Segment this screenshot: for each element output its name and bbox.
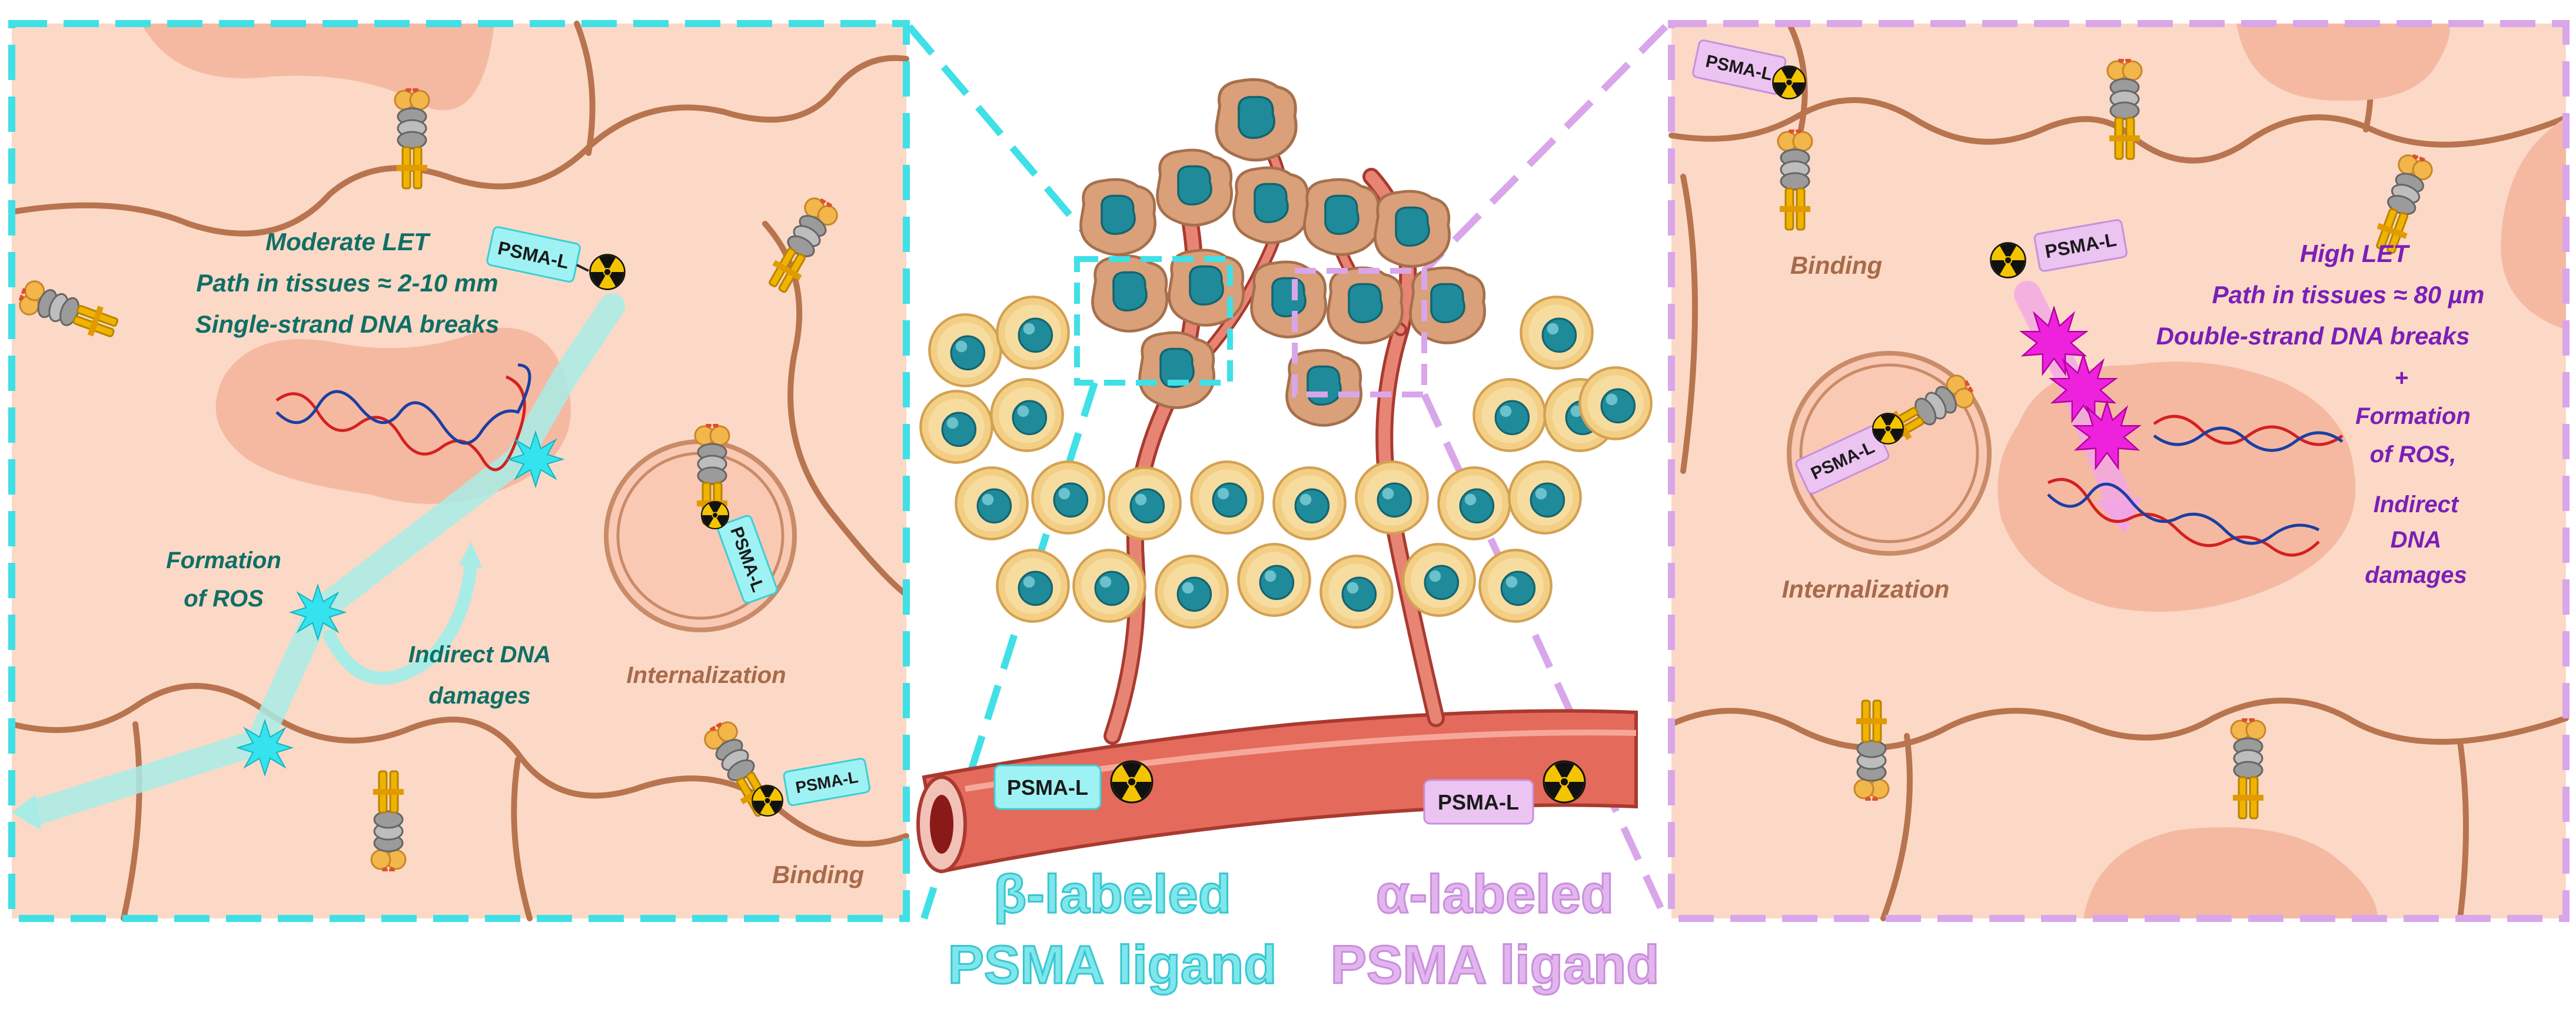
alpha-title-line1: α-labeled bbox=[1376, 864, 1614, 924]
radiation-icon bbox=[700, 501, 730, 529]
radiation-icon bbox=[751, 785, 784, 817]
dna-break-label: Single-strand DNA breaks bbox=[195, 310, 500, 338]
radiation-icon bbox=[1989, 242, 2027, 278]
right-panel-frame bbox=[1668, 20, 2570, 922]
tag-label: PSMA-L bbox=[1438, 790, 1519, 814]
beta-zoom-line bbox=[920, 382, 1098, 920]
tag-label: PSMA-L bbox=[1007, 775, 1088, 800]
left-dna-helix bbox=[275, 363, 531, 472]
beta-track-arrowhead bbox=[12, 795, 41, 830]
radiation-icon bbox=[1771, 65, 1807, 99]
alpha-zoom-box bbox=[1292, 268, 1427, 397]
alpha-zoom-line bbox=[1421, 24, 1668, 274]
right-tag-corner: PSMA-L bbox=[1692, 39, 1787, 95]
binding-label: Binding bbox=[1790, 251, 1882, 279]
indirect-damage-arrow bbox=[323, 559, 477, 685]
right-panel-alpha: PSMA-L PSMA-L PSMA-L High LET Path in ti… bbox=[1668, 20, 2570, 922]
vessel-tag-alpha: PSMA-L bbox=[1423, 779, 1534, 825]
beta-title-line1: β-labeled bbox=[993, 864, 1231, 924]
radiation-icon bbox=[589, 254, 626, 290]
internalization-label: Internalization bbox=[1782, 575, 1950, 603]
ros-label-line2: of ROS, bbox=[2370, 442, 2457, 467]
vessel-tag-beta: PSMA-L bbox=[993, 764, 1102, 810]
path-length-label: Path in tissues ≈ 80 µm bbox=[2212, 281, 2485, 309]
beta-particle-track bbox=[22, 293, 625, 825]
radiation-icon bbox=[1872, 413, 1904, 445]
ros-label-line2: of ROS bbox=[184, 586, 264, 612]
beta-title-line2: PSMA ligand bbox=[948, 935, 1277, 995]
left-panel-beta: PSMA-L PSMA-L PSMA-L Moderate LET Path i… bbox=[8, 20, 910, 922]
left-tag-top: PSMA-L bbox=[486, 226, 581, 283]
let-label: High LET bbox=[2300, 240, 2411, 267]
internalization-label: Internalization bbox=[626, 662, 786, 688]
right-dna-helix bbox=[2047, 414, 2344, 557]
right-corner-cell-blob bbox=[2501, 118, 2566, 330]
binding-label: Binding bbox=[772, 861, 864, 888]
ros-burst-icon bbox=[237, 720, 292, 775]
yellow-cell-cluster bbox=[920, 297, 1651, 627]
right-top-cell-blob bbox=[2236, 24, 2450, 101]
alpha-track-arrowhead bbox=[2095, 497, 2142, 533]
indirect-label-line3: damages bbox=[2365, 562, 2467, 588]
ros-label-line1: Formation bbox=[166, 548, 281, 573]
beta-zoom-box bbox=[1074, 256, 1233, 386]
left-tag-binding: PSMA-L bbox=[783, 758, 870, 807]
left-panel-frame bbox=[8, 20, 910, 922]
indirect-label-line1: Indirect bbox=[2374, 492, 2459, 518]
indirect-label-line2: damages bbox=[428, 683, 530, 709]
ros-burst-icon bbox=[508, 432, 563, 487]
center-tumor: PSMA-L PSMA-L β-labeled PSMA ligand α-la… bbox=[906, 24, 1669, 996]
left-vesicle bbox=[604, 439, 797, 632]
indirect-label-line1: Indirect DNA bbox=[408, 642, 551, 668]
let-label: Moderate LET bbox=[265, 228, 431, 256]
path-length-label: Path in tissues ≈ 2-10 mm bbox=[196, 269, 498, 297]
dna-break-label: Double-strand DNA breaks bbox=[2156, 322, 2470, 350]
alpha-zoom-line bbox=[1421, 393, 1669, 920]
radiation-icon bbox=[1109, 760, 1154, 804]
radiation-icon bbox=[1542, 760, 1587, 804]
right-bottom-cell-blob bbox=[2083, 827, 2378, 918]
beta-zoom-line bbox=[906, 24, 1098, 247]
ros-label-line1: Formation bbox=[2355, 403, 2471, 429]
plus-sign: + bbox=[2394, 365, 2408, 391]
indirect-label-line2: DNA bbox=[2391, 527, 2442, 553]
alpha-title-line2: PSMA ligand bbox=[1331, 935, 1660, 995]
right-tag-top: PSMA-L bbox=[2033, 219, 2128, 272]
ros-burst-icon bbox=[290, 585, 345, 640]
